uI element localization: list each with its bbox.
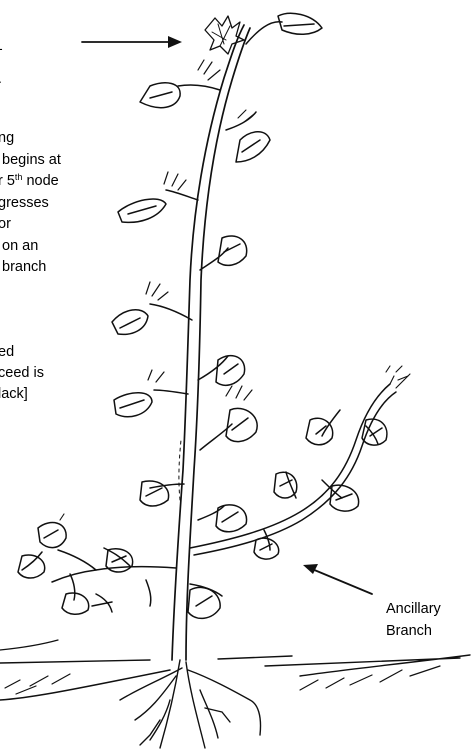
seed-description-text: ed ceed is lack] xyxy=(0,342,44,405)
ancillary-branch xyxy=(190,366,410,559)
description-line-1: ng xyxy=(0,130,14,146)
ground-line xyxy=(0,640,470,700)
ancillary-label-line-1: Ancillary xyxy=(386,601,441,617)
description-line-2: begins at xyxy=(0,152,61,168)
description-tail-line-3: lack] xyxy=(0,386,28,402)
left-lower-branch xyxy=(18,514,176,614)
description-line-3: r 5th node xyxy=(0,173,59,189)
top-flower xyxy=(205,16,244,54)
ancillary-branch-arrow xyxy=(303,564,372,594)
top-left-text-line-1: - xyxy=(0,40,3,56)
description-line-7: branch xyxy=(0,259,46,275)
ancillary-label-line-2: Branch xyxy=(386,623,432,639)
flower-arrow xyxy=(82,36,182,48)
top-left-text-line-2: . xyxy=(0,70,2,86)
ancillary-branch-label: Ancillary Branch xyxy=(386,598,441,642)
top-left-text-fragment: - . xyxy=(0,33,3,93)
main-stem xyxy=(172,25,250,660)
description-line-4: gresses xyxy=(0,195,49,211)
roots xyxy=(120,660,261,748)
description-tail-line-2: ceed is xyxy=(0,365,44,381)
description-line-6: on an xyxy=(0,238,38,254)
flowering-description-text: ng begins at r 5th node gresses or on an… xyxy=(0,128,61,279)
description-tail-line-1: ed xyxy=(0,344,14,360)
description-line-5: or xyxy=(0,216,11,232)
